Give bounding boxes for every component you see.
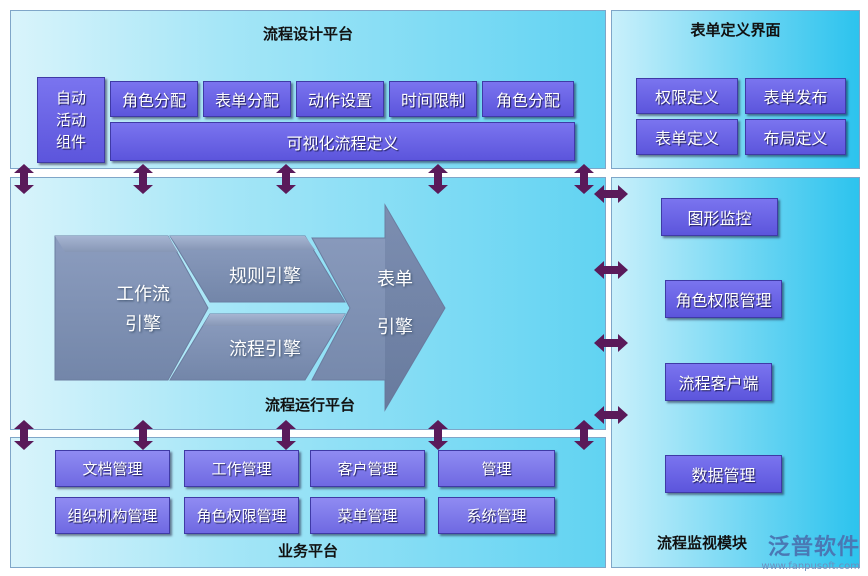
design-tab-label: 角色分配 [121,91,186,110]
design-tab-action-setting: 动作设置 [296,81,384,117]
rules-engine-label: 规则引擎 [229,266,301,287]
vertical-double-arrow [276,164,296,194]
horizontal-double-arrow [594,334,628,352]
monitor-item-label: 流程客户端 [678,374,759,393]
form-ui-permission-def: 权限定义 [636,78,738,114]
engine-chevron-graphic [54,203,446,412]
vertical-double-arrow [133,164,153,194]
vertical-double-arrow [574,164,594,194]
design-tab-time-limit: 时间限制 [389,81,477,117]
monitor-item-label: 数据管理 [691,466,756,485]
form-ui-item-label: 表单定义 [654,129,719,148]
biz-item-label: 文档管理 [82,460,143,478]
vertical-double-arrow [428,164,448,194]
vertical-double-arrow [574,420,594,450]
biz-org-mgmt: 组织机构管理 [55,497,170,534]
vertical-double-arrow [14,164,34,194]
watermark-text: 泛普软件 [767,535,860,560]
vertical-double-arrow [133,420,153,450]
biz-item-label: 管理 [481,460,512,478]
design-tab-role-assign-1: 角色分配 [110,81,198,117]
monitor-process-client: 流程客户端 [665,363,772,401]
monitor-module-title: 流程监视模块 [656,534,747,552]
design-tab-label: 角色分配 [495,91,560,110]
biz-customer-mgmt: 客户管理 [310,450,425,487]
monitor-item-label: 角色权限管理 [675,291,772,310]
form-ui-item-label: 布局定义 [763,129,828,148]
vertical-double-arrow [14,420,34,450]
vertical-double-arrow [276,420,296,450]
horizontal-double-arrow [594,261,628,279]
auto-activity-component-box: 自动 活动 组件 [37,77,105,163]
design-tab-label: 动作设置 [307,91,372,110]
form-ui-item-label: 权限定义 [654,88,719,107]
biz-item-label: 角色权限管理 [196,507,287,525]
visual-process-definition-label: 可视化流程定义 [286,133,399,153]
horizontal-double-arrow [594,185,628,203]
monitor-role-permission-mgmt: 角色权限管理 [665,280,782,318]
design-tab-role-assign-2: 角色分配 [482,81,574,117]
form-definition-title: 表单定义界面 [690,21,781,39]
biz-system-mgmt: 系统管理 [438,497,555,534]
process-engine-label: 流程引擎 [229,339,301,360]
biz-document-mgmt: 文档管理 [55,450,170,487]
runtime-platform-title: 流程运行平台 [264,396,355,414]
form-engine-label: 表单 引擎 [377,269,413,338]
biz-item-label: 组织机构管理 [67,507,158,525]
visual-process-definition-box: 可视化流程定义 [110,122,575,161]
design-tab-label: 时间限制 [400,91,465,110]
watermark-url: www.fanpusoft.com [761,561,860,572]
form-ui-form-publish: 表单发布 [745,78,846,114]
biz-item-label: 客户管理 [337,460,398,478]
watermark: 泛普软件 www.fanpusoft.com [761,529,860,572]
design-tab-label: 表单分配 [214,91,279,110]
horizontal-double-arrow [594,406,628,424]
form-ui-form-def: 表单定义 [636,119,738,155]
biz-item-label: 菜单管理 [337,507,398,525]
form-ui-item-label: 表单发布 [763,88,828,107]
biz-item-label: 工作管理 [211,460,272,478]
business-platform-title: 业务平台 [277,542,338,560]
monitor-graphic-monitoring: 图形监控 [661,198,778,236]
monitor-item-label: 图形监控 [687,209,752,228]
workflow-engine-label: 工作流 引擎 [116,284,170,335]
design-platform-title: 流程设计平台 [262,25,353,43]
biz-menu-mgmt: 菜单管理 [310,497,425,534]
auto-activity-component-label: 自动 活动 组件 [55,89,86,151]
biz-role-permission-mgmt: 角色权限管理 [184,497,299,534]
form-ui-layout-def: 布局定义 [745,119,846,155]
biz-mgmt: 管理 [438,450,555,487]
monitor-data-mgmt: 数据管理 [665,455,782,493]
design-tab-form-assign: 表单分配 [203,81,291,117]
biz-work-mgmt: 工作管理 [184,450,299,487]
vertical-double-arrow [428,420,448,450]
biz-item-label: 系统管理 [466,507,527,525]
